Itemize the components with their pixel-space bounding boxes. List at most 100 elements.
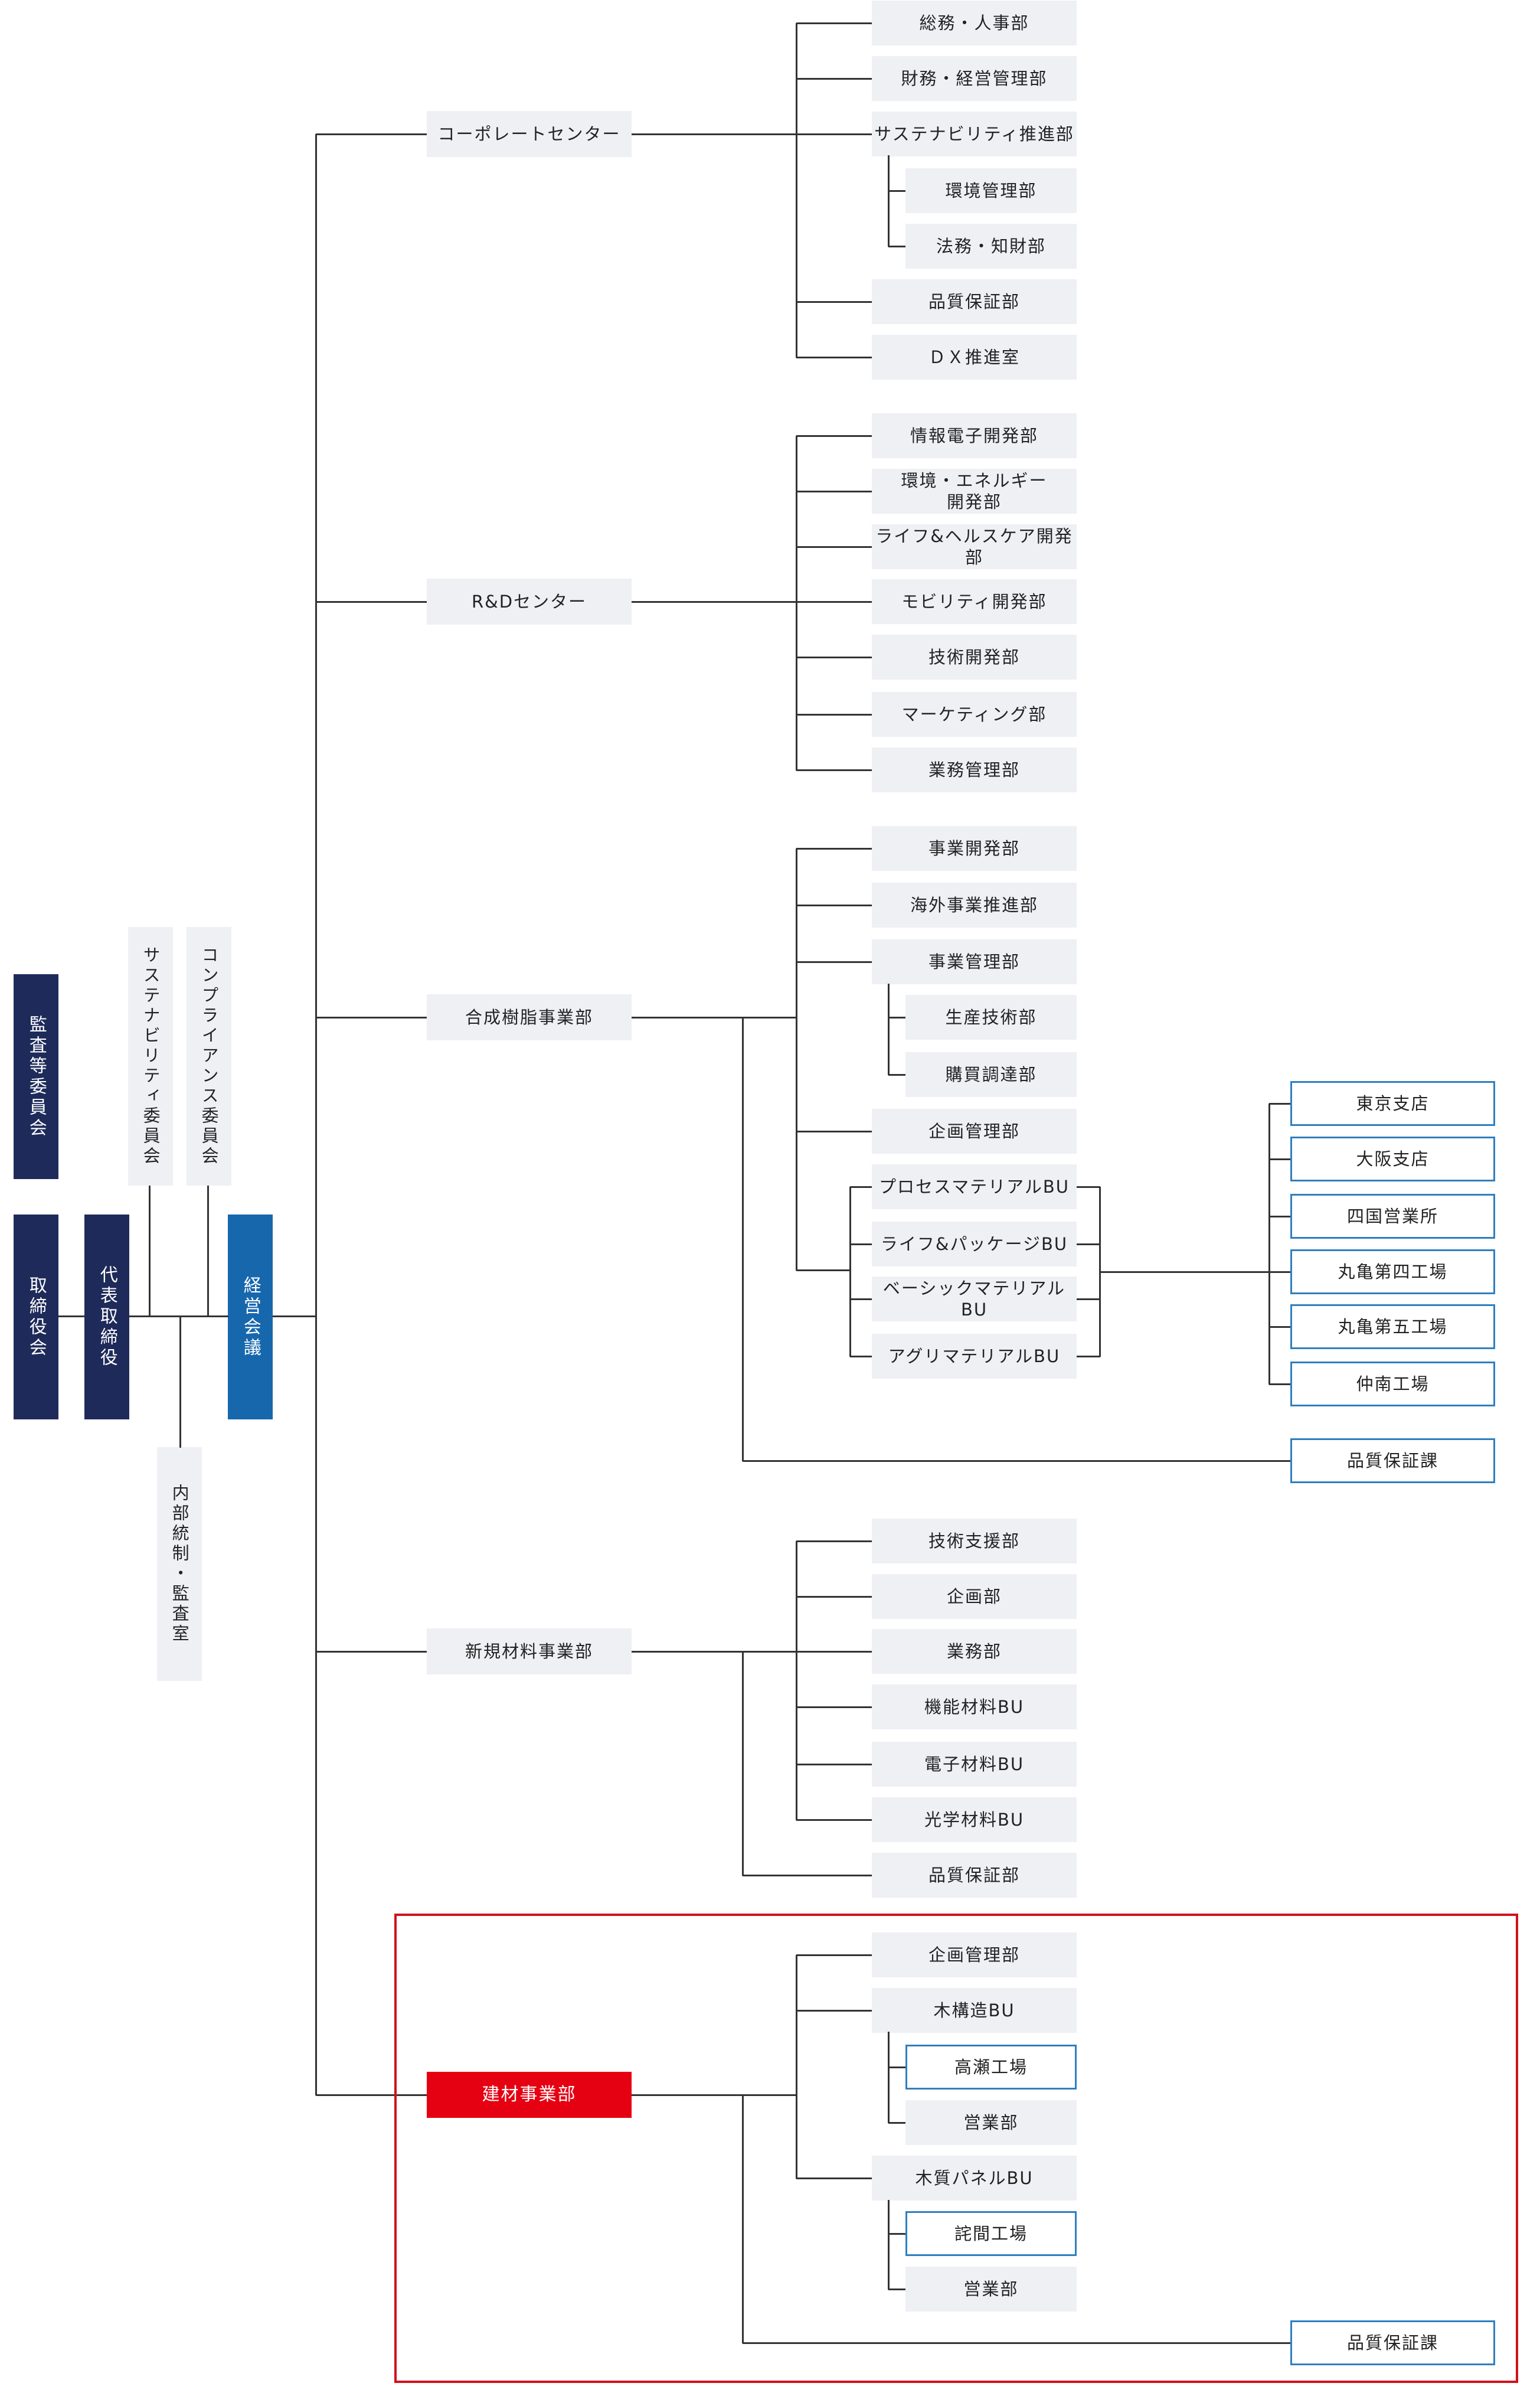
unit-life-package-bu: ライフ&パッケージBU xyxy=(872,1222,1077,1266)
connector-line xyxy=(888,984,890,1075)
connector-line xyxy=(207,1186,209,1317)
connector-line xyxy=(1077,1243,1100,1245)
division-corporate: コーポレートセンター xyxy=(427,111,632,157)
connector-line xyxy=(796,1269,851,1271)
connector-line xyxy=(888,1017,906,1018)
internal-control-box: 内部統制・監査室 xyxy=(157,1447,202,1681)
sustainability-committee-box: サステナビリティ委員会 xyxy=(128,927,173,1186)
board-box: 取締役会 xyxy=(14,1215,58,1419)
connector-line xyxy=(742,2095,744,2343)
connector-line xyxy=(149,1186,151,1317)
site-marugame5: 丸亀第五工場 xyxy=(1290,1304,1495,1349)
unit-bm-planning: 企画管理部 xyxy=(872,1932,1077,1977)
connector-line xyxy=(796,1819,872,1821)
connector-line xyxy=(1268,1104,1270,1385)
connector-line xyxy=(796,848,872,850)
connector-line xyxy=(888,246,906,247)
connector-line xyxy=(888,2122,906,2124)
unit-resin-quality: 品質保証課 xyxy=(1290,1438,1495,1483)
connector-line xyxy=(796,1131,872,1132)
connector-line xyxy=(632,1017,797,1018)
connector-line xyxy=(58,1315,85,1317)
connector-line xyxy=(796,435,872,437)
connector-line xyxy=(796,1541,797,1820)
unit-process-bu: プロセスマテリアルBU xyxy=(872,1164,1077,1209)
plant-takase: 高瀬工場 xyxy=(905,2045,1077,2090)
unit-procurement: 購買調達部 xyxy=(905,1052,1077,1097)
connector-line xyxy=(796,436,797,771)
connector-line xyxy=(742,1017,744,1461)
connector-line xyxy=(129,1315,228,1317)
connector-line xyxy=(796,961,872,963)
connector-line xyxy=(273,1315,316,1317)
connector-line xyxy=(796,1955,797,2179)
connector-line xyxy=(1100,1271,1270,1273)
connector-line xyxy=(743,1460,1291,1462)
division-newmat: 新規材料事業部 xyxy=(427,1628,632,1674)
connector-line xyxy=(796,1764,872,1765)
unit-functional-bu: 機能材料BU xyxy=(872,1684,1077,1729)
division-rnd: R&Dセンター xyxy=(427,579,632,625)
connector-line xyxy=(850,1356,872,1357)
unit-env-energy: 環境・エネルギー 開発部 xyxy=(872,469,1077,514)
site-tokyo: 東京支店 xyxy=(1290,1081,1495,1126)
connector-line xyxy=(1269,1326,1291,1328)
connector-line xyxy=(888,2067,906,2068)
connector-line xyxy=(888,2200,890,2290)
unit-sales-1: 営業部 xyxy=(905,2100,1077,2145)
unit-bm-quality: 品質保証課 xyxy=(1290,2320,1495,2365)
unit-sales-2: 営業部 xyxy=(905,2267,1077,2312)
site-osaka: 大阪支店 xyxy=(1290,1137,1495,1181)
connector-line xyxy=(796,133,872,135)
connector-line xyxy=(1269,1103,1291,1105)
unit-life-health: ライフ&ヘルスケア開発部 xyxy=(872,524,1077,569)
connector-line xyxy=(316,1651,427,1653)
connector-line xyxy=(796,848,797,1271)
connector-line xyxy=(179,1316,181,1448)
connector-line xyxy=(1077,1298,1100,1300)
connector-line xyxy=(316,601,427,603)
connector-line xyxy=(1077,1186,1100,1188)
unit-biz-dev: 事業開発部 xyxy=(872,826,1077,871)
connector-line xyxy=(888,1074,906,1076)
connector-line xyxy=(888,2233,906,2235)
connector-line xyxy=(888,190,906,192)
connector-line xyxy=(796,1706,872,1708)
connector-line xyxy=(796,23,797,358)
unit-mobility: モビリティ開発部 xyxy=(872,579,1077,624)
unit-electronics: 情報電子開発部 xyxy=(872,413,1077,458)
connector-line xyxy=(1269,1216,1291,1217)
connector-line xyxy=(888,2032,890,2123)
connector-line xyxy=(796,714,872,716)
connector-line xyxy=(796,1954,872,1956)
connector-line xyxy=(796,1596,872,1598)
unit-nm-quality: 品質保証部 xyxy=(872,1853,1077,1898)
unit-general-affairs: 総務・人事部 xyxy=(872,1,1077,45)
unit-dx: ＤＸ推進室 xyxy=(872,335,1077,380)
connector-line xyxy=(316,1017,427,1018)
connector-line xyxy=(796,546,872,548)
connector-line xyxy=(888,155,890,247)
unit-production: 生産技術部 xyxy=(905,995,1077,1040)
connector-line xyxy=(632,601,797,603)
connector-line xyxy=(743,1875,872,1876)
unit-basic-bu: ベーシックマテリアルBU xyxy=(872,1277,1077,1321)
unit-panel-bu: 木質パネルBU xyxy=(872,2156,1077,2201)
connector-line xyxy=(850,1298,872,1300)
unit-environment: 環境管理部 xyxy=(905,168,1077,213)
unit-planning: 企画管理部 xyxy=(872,1109,1077,1154)
connector-line xyxy=(850,1186,872,1188)
connector-line xyxy=(796,78,872,80)
connector-line xyxy=(888,2289,906,2290)
unit-legal: 法務・知財部 xyxy=(905,224,1077,269)
unit-optical-bu: 光学材料BU xyxy=(872,1797,1077,1842)
connector-line xyxy=(849,1187,851,1357)
unit-wood-bu: 木構造BU xyxy=(872,1988,1077,2033)
representative-director-box: 代表取締役 xyxy=(84,1215,129,1419)
unit-biz-mgmt: 事業管理部 xyxy=(872,939,1077,984)
connector-line xyxy=(743,2342,1291,2344)
connector-line xyxy=(632,1651,797,1653)
unit-operations: 業務管理部 xyxy=(872,747,1077,792)
connector-line xyxy=(632,133,872,135)
